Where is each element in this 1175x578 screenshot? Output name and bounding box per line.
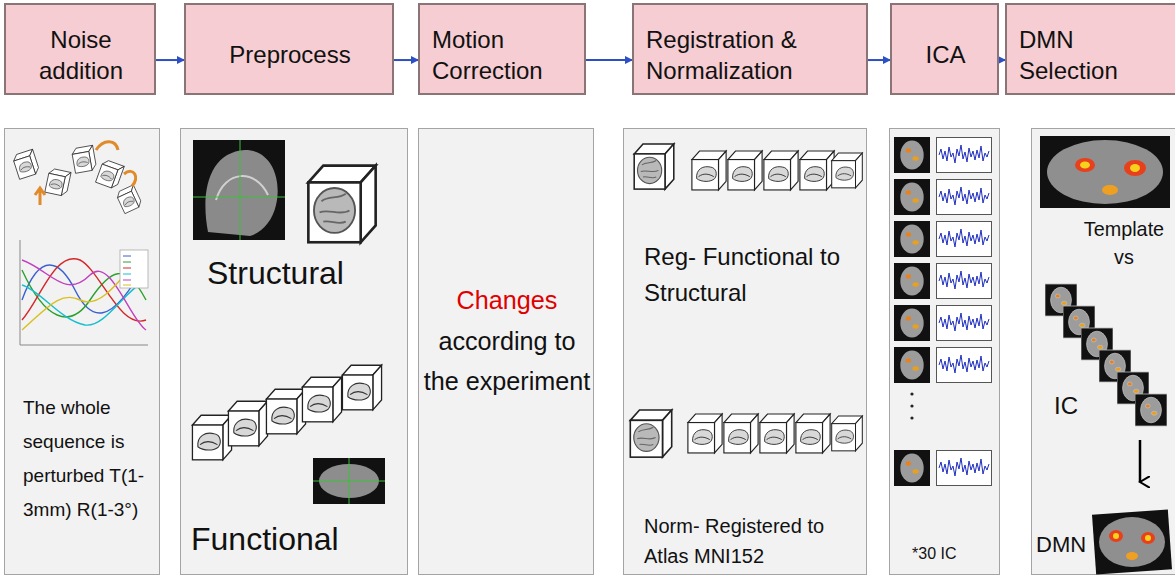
section-label: Structural	[207, 253, 403, 293]
perturbed-volumes	[12, 142, 143, 214]
dmn-selection-art	[1040, 136, 1172, 575]
stage-panel: *30 IC	[889, 128, 1000, 575]
note-text: according to the experiment	[421, 321, 593, 401]
normalization-volumes	[630, 410, 862, 457]
stage-header: Noise addition	[4, 3, 156, 95]
stage-panel: Changesaccording to the experiment	[418, 128, 594, 575]
stage-header: DMN Selection	[1005, 3, 1175, 95]
stage-panel: Reg- Functional to StructuralNorm- Regis…	[623, 128, 867, 575]
stage-panel: The whole sequence is perturbed T(1-3mm)…	[4, 128, 160, 575]
flow-arrow	[394, 59, 418, 61]
motion-plot	[20, 240, 148, 345]
stage-title: Preprocess	[198, 39, 382, 70]
stage-title: Noise addition	[18, 24, 144, 86]
stage-panel: Template vs IC DMN	[1031, 128, 1175, 575]
count-label: *30 IC	[912, 543, 996, 565]
stage-title: DMN Selection	[1019, 24, 1173, 86]
note-text: The whole sequence is perturbed T(1-3mm)…	[23, 391, 153, 527]
section-label: Functional	[191, 519, 401, 559]
structural-images	[193, 140, 376, 242]
stage-title: Motion Correction	[432, 24, 574, 86]
stage-header: ICA	[890, 3, 999, 95]
flow-arrow	[868, 59, 890, 61]
stage-title: Registration & Normalization	[646, 24, 856, 86]
registration-volumes	[634, 144, 862, 190]
stage-header: Motion Correction	[418, 3, 586, 95]
ica-components	[894, 137, 992, 486]
stack-label: IC	[1054, 391, 1094, 421]
stage-panel: StructuralFunctional	[180, 128, 408, 575]
step-label: Norm- Registered to Atlas MNI152	[644, 511, 862, 571]
stage-header: Registration & Normalization	[632, 3, 868, 95]
result-label: DMN	[1036, 531, 1094, 559]
comparison-label: Template vs	[1072, 215, 1175, 271]
stage-header: Preprocess	[184, 3, 394, 95]
highlight-text: Changes	[421, 281, 593, 319]
functional-volumes	[192, 365, 385, 504]
stage-title: ICA	[904, 39, 987, 70]
flow-arrow	[586, 59, 632, 61]
step-label: Reg- Functional to Structural	[644, 239, 862, 311]
flow-arrow	[156, 59, 184, 61]
